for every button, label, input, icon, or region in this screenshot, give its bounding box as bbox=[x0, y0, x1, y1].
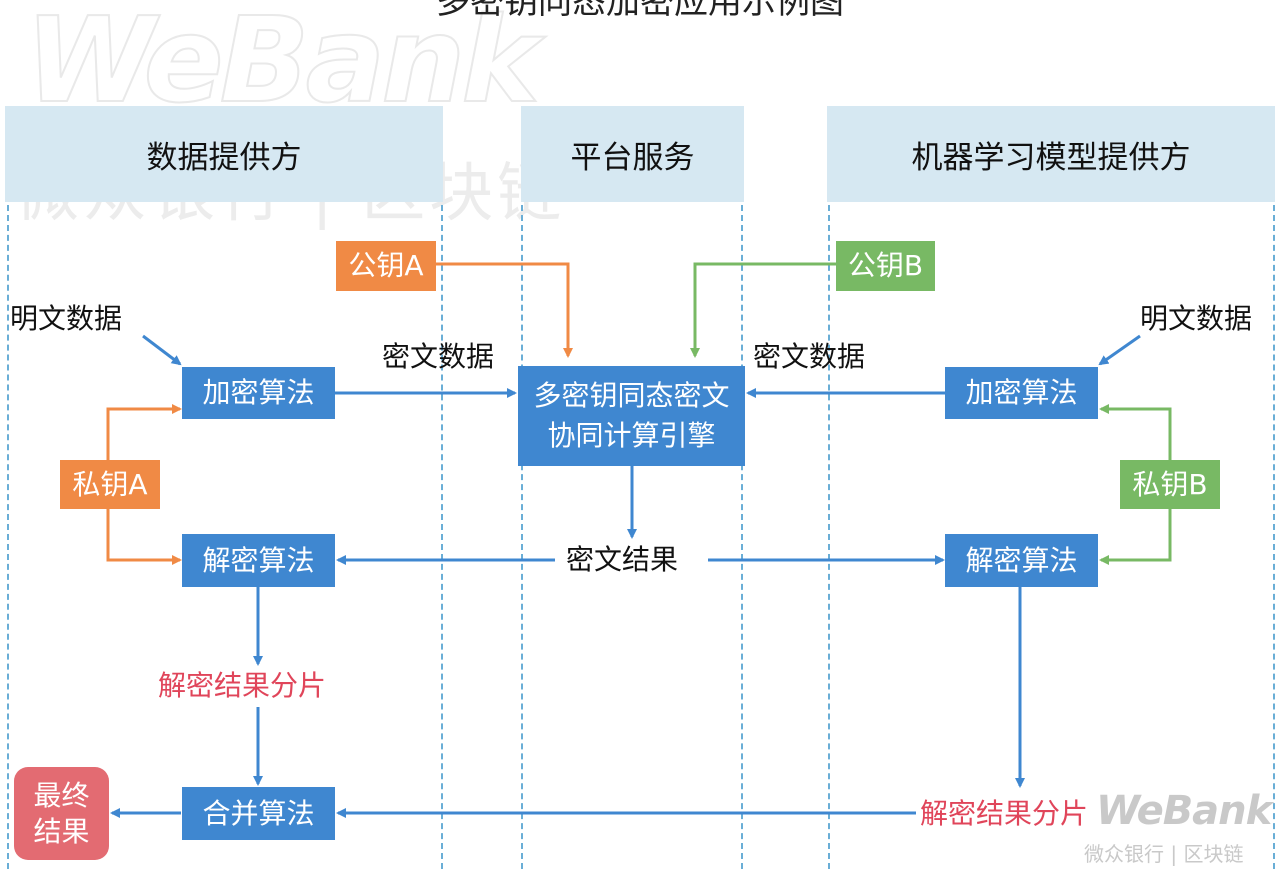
decrypt-algorithm-left: 解密算法 bbox=[182, 534, 335, 587]
merge-algorithm: 合并算法 bbox=[182, 787, 335, 840]
encrypt-algorithm-left: 加密算法 bbox=[182, 367, 335, 419]
arrow-plaintext-right bbox=[1098, 334, 1141, 366]
lane-divider bbox=[828, 205, 830, 869]
lane-divider bbox=[741, 205, 743, 869]
final-result-line2: 结果 bbox=[33, 814, 90, 848]
diagram-title: 多密钥同态加密应用示例图 bbox=[436, 0, 844, 22]
multi-key-he-engine: 多密钥同态密文 协同计算引擎 bbox=[518, 366, 745, 466]
webank-corner-logo: WeBank bbox=[1096, 788, 1272, 834]
final-result: 最终 结果 bbox=[14, 767, 109, 860]
arrow-private-key-b-to-decrypt bbox=[1099, 509, 1172, 565]
arrow-public-key-a bbox=[436, 262, 573, 358]
engine-label-line1: 多密钥同态密文 bbox=[533, 379, 730, 412]
arrow-plaintext-left bbox=[142, 334, 182, 366]
public-key-b: 公钥B bbox=[836, 241, 935, 291]
private-key-b: 私钥B bbox=[1120, 460, 1220, 509]
ciphertext-result: 密文结果 bbox=[566, 543, 679, 576]
final-result-line1: 最终 bbox=[33, 778, 90, 812]
lane-header-model-provider: 机器学习模型提供方 bbox=[827, 106, 1275, 202]
plaintext-data-left: 明文数据 bbox=[10, 302, 123, 335]
lane-header-data-provider: 数据提供方 bbox=[5, 106, 443, 202]
plaintext-data-right: 明文数据 bbox=[1140, 302, 1253, 335]
private-key-a: 私钥A bbox=[60, 460, 160, 509]
encrypt-algorithm-right: 加密算法 bbox=[945, 367, 1098, 419]
webank-corner-subtitle: 微众银行 | 区块链 bbox=[1084, 842, 1244, 866]
ciphertext-data-left: 密文数据 bbox=[382, 340, 495, 373]
arrow-private-key-a-to-encrypt bbox=[106, 404, 182, 460]
engine-label-line2: 协同计算引擎 bbox=[547, 419, 716, 452]
decrypt-algorithm-right: 解密算法 bbox=[945, 534, 1098, 587]
lane-divider bbox=[441, 205, 443, 869]
ciphertext-data-right: 密文数据 bbox=[753, 340, 866, 373]
arrow-public-key-b bbox=[690, 262, 836, 358]
lane-divider bbox=[1273, 205, 1275, 869]
webank-watermark-logo: WeBank bbox=[24, 0, 541, 129]
decrypt-result-shard-left: 解密结果分片 bbox=[158, 669, 327, 702]
lane-divider bbox=[521, 205, 523, 869]
lane-divider bbox=[7, 205, 9, 869]
arrow-private-key-b-to-encrypt bbox=[1099, 404, 1172, 460]
public-key-a: 公钥A bbox=[336, 241, 436, 291]
lane-header-platform: 平台服务 bbox=[521, 106, 744, 202]
decrypt-result-shard-right: 解密结果分片 bbox=[920, 797, 1089, 830]
arrow-private-key-a-to-decrypt bbox=[106, 509, 182, 565]
